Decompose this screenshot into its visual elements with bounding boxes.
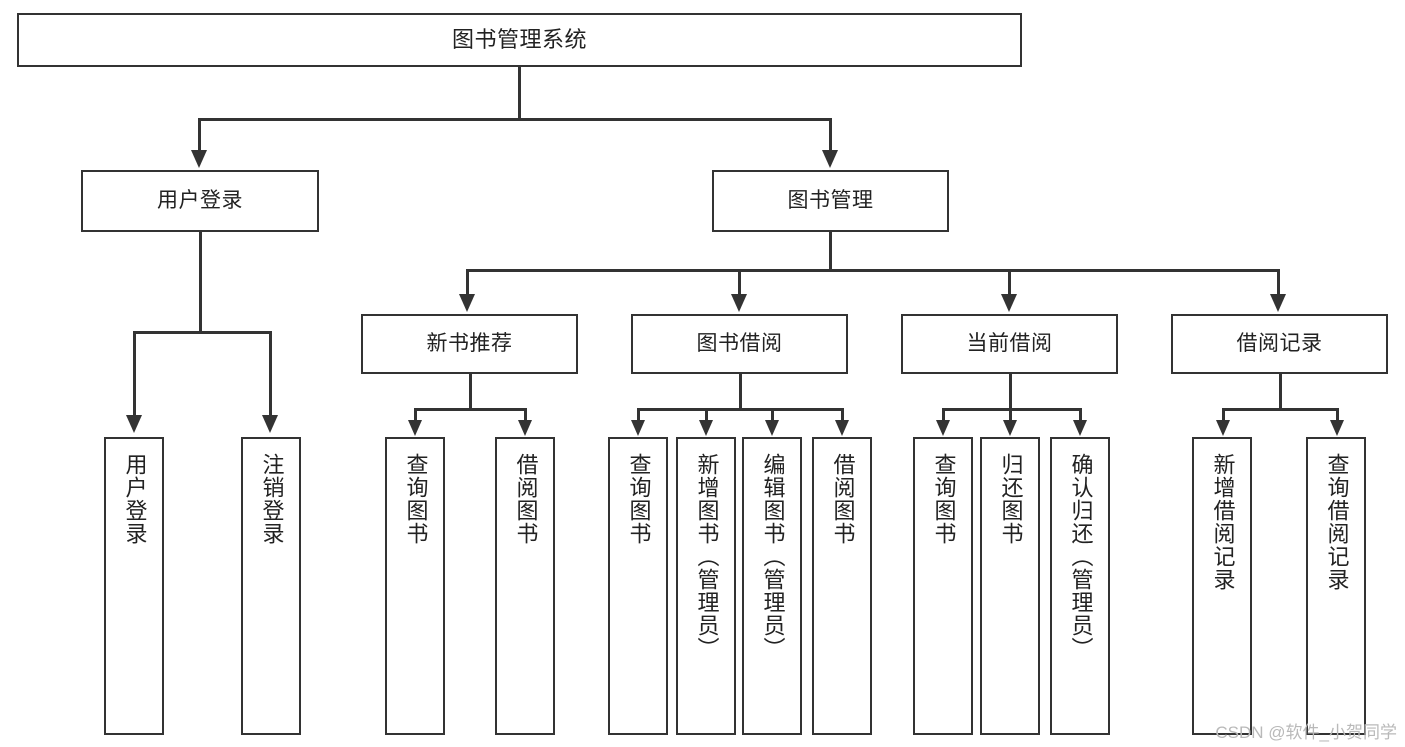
arrowhead-down-icon — [191, 150, 207, 168]
leaf-book-borrow-add-book-admin[interactable]: 新增图书（管理员） — [676, 437, 736, 735]
arrowhead-down-icon — [936, 420, 950, 436]
connector-borrow-record-to-leaf-1 — [1222, 408, 1225, 422]
node-label: 借阅图书 — [830, 453, 856, 545]
node-book-management[interactable]: 图书管理 — [712, 170, 949, 232]
arrowhead-down-icon — [731, 294, 747, 312]
node-label: 新增借阅记录 — [1210, 453, 1236, 591]
connector-to-new-book-recommend — [466, 269, 469, 296]
connector-new-book-to-leaf-2 — [524, 408, 527, 422]
leaf-current-borrow-return-books[interactable]: 归还图书 — [980, 437, 1040, 735]
node-label: 图书管理 — [787, 188, 874, 212]
node-user-login[interactable]: 用户登录 — [81, 170, 319, 232]
connector-book-borrow-bus — [637, 408, 843, 411]
leaf-borrow-record-query-record[interactable]: 查询借阅记录 — [1306, 437, 1366, 735]
node-label: 借阅记录 — [1236, 331, 1323, 355]
arrowhead-down-icon — [126, 415, 142, 433]
node-label: 用户登录 — [157, 188, 243, 212]
connector-to-book-borrow — [738, 269, 741, 296]
arrowhead-down-icon — [1330, 420, 1344, 436]
node-label: 新书推荐 — [426, 331, 513, 355]
node-label: 查询借阅记录 — [1324, 453, 1350, 591]
leaf-user-login[interactable]: 用户登录 — [104, 437, 164, 735]
node-label: 当前借阅 — [966, 331, 1053, 355]
connector-current-borrow-stem — [1009, 374, 1012, 410]
node-label: 查询图书 — [626, 453, 652, 545]
connector-user-login-to-leaf-2 — [269, 331, 272, 417]
connector-book-borrow-stem — [739, 374, 742, 410]
connector-user-login-stem — [199, 232, 202, 333]
arrowhead-down-icon — [835, 420, 849, 436]
connector-root-bus — [198, 118, 831, 121]
node-label: 归还图书 — [998, 453, 1024, 545]
leaf-current-borrow-confirm-return-admin[interactable]: 确认归还（管理员） — [1050, 437, 1110, 735]
connector-new-book-bus — [414, 408, 526, 411]
connector-level3-bus — [466, 269, 1279, 272]
leaf-book-borrow-borrow-books[interactable]: 借阅图书 — [812, 437, 872, 735]
connector-current-borrow-to-leaf-1 — [942, 408, 945, 422]
arrowhead-down-icon — [631, 420, 645, 436]
connector-book-management-stem — [829, 232, 832, 272]
arrowhead-down-icon — [518, 420, 532, 436]
connector-user-login-bus — [133, 331, 271, 334]
arrowhead-down-icon — [1001, 294, 1017, 312]
node-label: 查询图书 — [931, 453, 957, 545]
arrowhead-down-icon — [1270, 294, 1286, 312]
node-label: 图书借阅 — [696, 331, 783, 355]
connector-root-to-book-management — [829, 118, 832, 153]
node-label: 确认归还（管理员） — [1068, 453, 1094, 660]
arrowhead-down-icon — [765, 420, 779, 436]
arrowhead-down-icon — [1003, 420, 1017, 436]
connector-new-book-stem — [469, 374, 472, 410]
connector-book-borrow-to-leaf-1 — [637, 408, 640, 422]
connector-book-borrow-to-leaf-3 — [771, 408, 774, 422]
connector-borrow-record-bus — [1222, 408, 1338, 411]
arrowhead-down-icon — [459, 294, 475, 312]
node-label: 借阅图书 — [513, 453, 539, 545]
node-label: 图书管理系统 — [451, 27, 587, 53]
connector-book-borrow-to-leaf-4 — [841, 408, 844, 422]
connector-root-stem — [518, 67, 521, 119]
connector-to-borrow-record — [1277, 269, 1280, 296]
arrowhead-down-icon — [1073, 420, 1087, 436]
leaf-book-borrow-query-books[interactable]: 查询图书 — [608, 437, 668, 735]
node-book-borrow[interactable]: 图书借阅 — [631, 314, 848, 374]
node-label: 编辑图书（管理员） — [760, 453, 786, 660]
leaf-new-book-query-books[interactable]: 查询图书 — [385, 437, 445, 735]
node-label: 用户登录 — [122, 453, 148, 545]
arrowhead-down-icon — [262, 415, 278, 433]
leaf-borrow-record-add-record[interactable]: 新增借阅记录 — [1192, 437, 1252, 735]
arrowhead-down-icon — [822, 150, 838, 168]
watermark: CSDN @软件_小贺同学 — [1215, 723, 1397, 742]
connector-current-borrow-bus — [942, 408, 1081, 411]
connector-book-borrow-to-leaf-2 — [705, 408, 708, 422]
node-root-book-management-system[interactable]: 图书管理系统 — [17, 13, 1022, 67]
node-borrow-record[interactable]: 借阅记录 — [1171, 314, 1388, 374]
connector-borrow-record-stem — [1279, 374, 1282, 410]
connector-new-book-to-leaf-1 — [414, 408, 417, 422]
leaf-current-borrow-query-books[interactable]: 查询图书 — [913, 437, 973, 735]
connector-user-login-to-leaf-1 — [133, 331, 136, 417]
connector-current-borrow-to-leaf-3 — [1079, 408, 1082, 422]
connector-current-borrow-to-leaf-2 — [1009, 408, 1012, 422]
node-label: 新增图书（管理员） — [694, 453, 720, 660]
connector-borrow-record-to-leaf-2 — [1336, 408, 1339, 422]
leaf-logout[interactable]: 注销登录 — [241, 437, 301, 735]
node-new-book-recommend[interactable]: 新书推荐 — [361, 314, 578, 374]
node-current-borrow[interactable]: 当前借阅 — [901, 314, 1118, 374]
leaf-book-borrow-edit-book-admin[interactable]: 编辑图书（管理员） — [742, 437, 802, 735]
node-label: 注销登录 — [259, 453, 285, 545]
arrowhead-down-icon — [1216, 420, 1230, 436]
arrowhead-down-icon — [408, 420, 422, 436]
node-label: 查询图书 — [403, 453, 429, 545]
arrowhead-down-icon — [699, 420, 713, 436]
leaf-new-book-borrow-books[interactable]: 借阅图书 — [495, 437, 555, 735]
connector-to-current-borrow — [1008, 269, 1011, 296]
connector-root-to-user-login — [198, 118, 201, 153]
